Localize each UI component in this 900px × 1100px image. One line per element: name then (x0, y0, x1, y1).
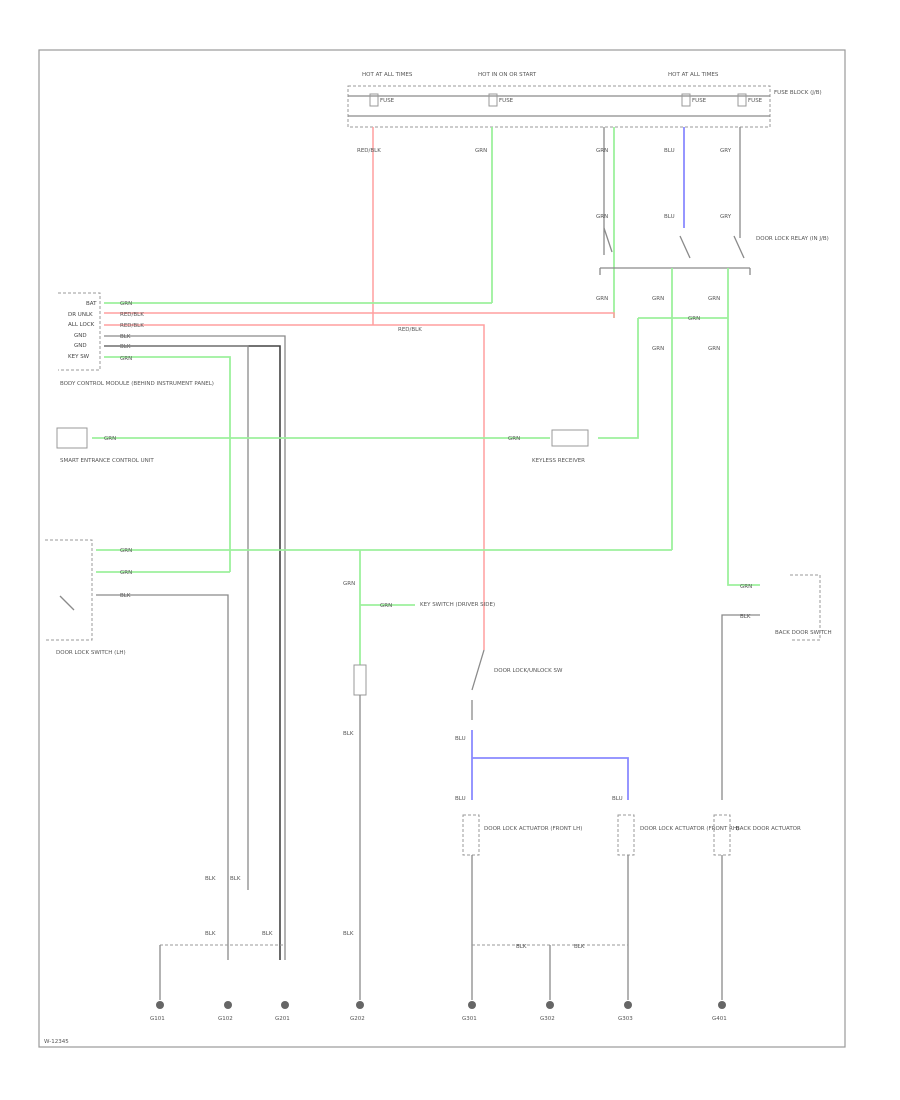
svg-text:G301: G301 (462, 1016, 477, 1022)
svg-text:GRY: GRY (720, 148, 732, 154)
back-door-switch: BACK DOOR SWITCH (775, 574, 832, 641)
svg-text:BLU: BLU (612, 796, 623, 802)
smart-entrance-box (56, 427, 88, 449)
svg-text:GRN: GRN (475, 148, 487, 154)
svg-text:FUSE: FUSE (692, 98, 707, 104)
svg-text:GRN: GRN (708, 346, 720, 352)
svg-text:FUSE: FUSE (748, 98, 763, 104)
actuator-lh (462, 814, 480, 856)
fuse-label-3: HOT AT ALL TIMES (668, 72, 719, 78)
svg-text:BLK: BLK (120, 334, 131, 340)
svg-text:GRN: GRN (380, 603, 392, 609)
door-lock-switch-label: DOOR LOCK SWITCH (LH) (56, 650, 126, 656)
svg-text:GRN: GRN (596, 148, 608, 154)
svg-text:GRN: GRN (740, 584, 752, 590)
actuator-rh (617, 814, 635, 856)
key-switch-label: KEY SWITCH (DRIVER SIDE) (420, 602, 495, 608)
svg-text:RED/BLK: RED/BLK (357, 148, 381, 154)
svg-text:FUSE: FUSE (499, 98, 514, 104)
svg-text:BLK: BLK (120, 593, 131, 599)
keyless-receiver-box (551, 429, 589, 447)
svg-text:G201: G201 (275, 1016, 290, 1022)
back-door-switch-label: BACK DOOR SWITCH (775, 630, 832, 636)
svg-text:BLU: BLU (455, 736, 466, 742)
svg-text:GRN: GRN (120, 356, 132, 362)
svg-text:BLK: BLK (343, 931, 354, 937)
svg-text:BLK: BLK (574, 944, 585, 950)
svg-text:RED/BLK: RED/BLK (398, 327, 422, 333)
svg-text:G202: G202 (350, 1016, 365, 1022)
fuse-label-1: HOT AT ALL TIMES (362, 72, 413, 78)
svg-text:GRN: GRN (596, 214, 608, 220)
svg-text:RED/BLK: RED/BLK (120, 323, 144, 329)
svg-text:GRN: GRN (120, 301, 132, 307)
svg-text:DR UNLK: DR UNLK (68, 312, 93, 318)
smart-entrance-label: SMART ENTRANCE CONTROL UNIT (60, 458, 154, 464)
svg-text:G303: G303 (618, 1016, 633, 1022)
diagram-frame (38, 49, 846, 1048)
svg-text:GRN: GRN (596, 296, 608, 302)
svg-text:BLK: BLK (205, 876, 216, 882)
svg-text:FUSE: FUSE (380, 98, 395, 104)
svg-text:BLK: BLK (205, 931, 216, 937)
svg-text:GRN: GRN (104, 436, 116, 442)
svg-text:G102: G102 (218, 1016, 233, 1022)
fuse-block: HOT AT ALL TIMES HOT IN ON OR START HOT … (347, 72, 822, 128)
svg-text:GRN: GRN (508, 436, 520, 442)
lock-switch-label: DOOR LOCK/UNLOCK SW (494, 668, 563, 674)
svg-text:BLU: BLU (664, 148, 675, 154)
svg-text:GRN: GRN (688, 316, 700, 322)
svg-text:GRN: GRN (120, 570, 132, 576)
svg-text:GRN: GRN (343, 581, 355, 587)
svg-text:G101: G101 (150, 1016, 165, 1022)
actuator-rh-label: DOOR LOCK ACTUATOR (FRONT RH) (640, 826, 739, 832)
svg-text:BLK: BLK (262, 931, 273, 937)
back-door-actuator-label: BACK DOOR ACTUATOR (736, 826, 801, 832)
keyless-receiver-label: KEYLESS RECEIVER (532, 458, 585, 464)
svg-text:KEY SW: KEY SW (68, 354, 90, 360)
svg-text:RED/BLK: RED/BLK (120, 312, 144, 318)
svg-text:GND: GND (74, 333, 87, 339)
fuse-block-label: FUSE BLOCK (J/B) (774, 90, 822, 96)
actuator-lh-label: DOOR LOCK ACTUATOR (FRONT LH) (484, 826, 582, 832)
relay-assembly: DOOR LOCK RELAY (IN J/B) (599, 227, 829, 275)
svg-text:BLK: BLK (120, 344, 131, 350)
svg-text:GRN: GRN (120, 548, 132, 554)
svg-text:ALL LOCK: ALL LOCK (68, 322, 95, 328)
svg-text:BLK: BLK (230, 876, 241, 882)
svg-text:GRN: GRN (652, 296, 664, 302)
svg-text:G302: G302 (540, 1016, 555, 1022)
svg-text:BLK: BLK (516, 944, 527, 950)
connector-block-left: BAT DR UNLK ALL LOCK GND GND KEY SW BODY… (58, 292, 214, 387)
svg-text:GRY: GRY (720, 214, 732, 220)
svg-text:BAT: BAT (86, 301, 97, 307)
bcm-label: BODY CONTROL MODULE (BEHIND INSTRUMENT P… (60, 381, 214, 387)
fuse-label-2: HOT IN ON OR START (478, 72, 537, 78)
back-door-actuator (713, 814, 731, 856)
svg-text:GND: GND (74, 343, 87, 349)
ground-symbols: G101 G102 G201 G202 G301 G302 G303 G401 (150, 1001, 727, 1022)
svg-text:BLU: BLU (664, 214, 675, 220)
svg-text:G401: G401 (712, 1016, 727, 1022)
svg-text:BLU: BLU (455, 796, 466, 802)
svg-text:BLK: BLK (343, 731, 354, 737)
svg-text:BLK: BLK (740, 614, 751, 620)
svg-text:GRN: GRN (652, 346, 664, 352)
svg-text:GRN: GRN (708, 296, 720, 302)
relay-label: DOOR LOCK RELAY (IN J/B) (756, 236, 829, 242)
door-lock-switch: DOOR LOCK SWITCH (LH) (45, 539, 126, 656)
figure-id: W-12345 (44, 1039, 69, 1045)
